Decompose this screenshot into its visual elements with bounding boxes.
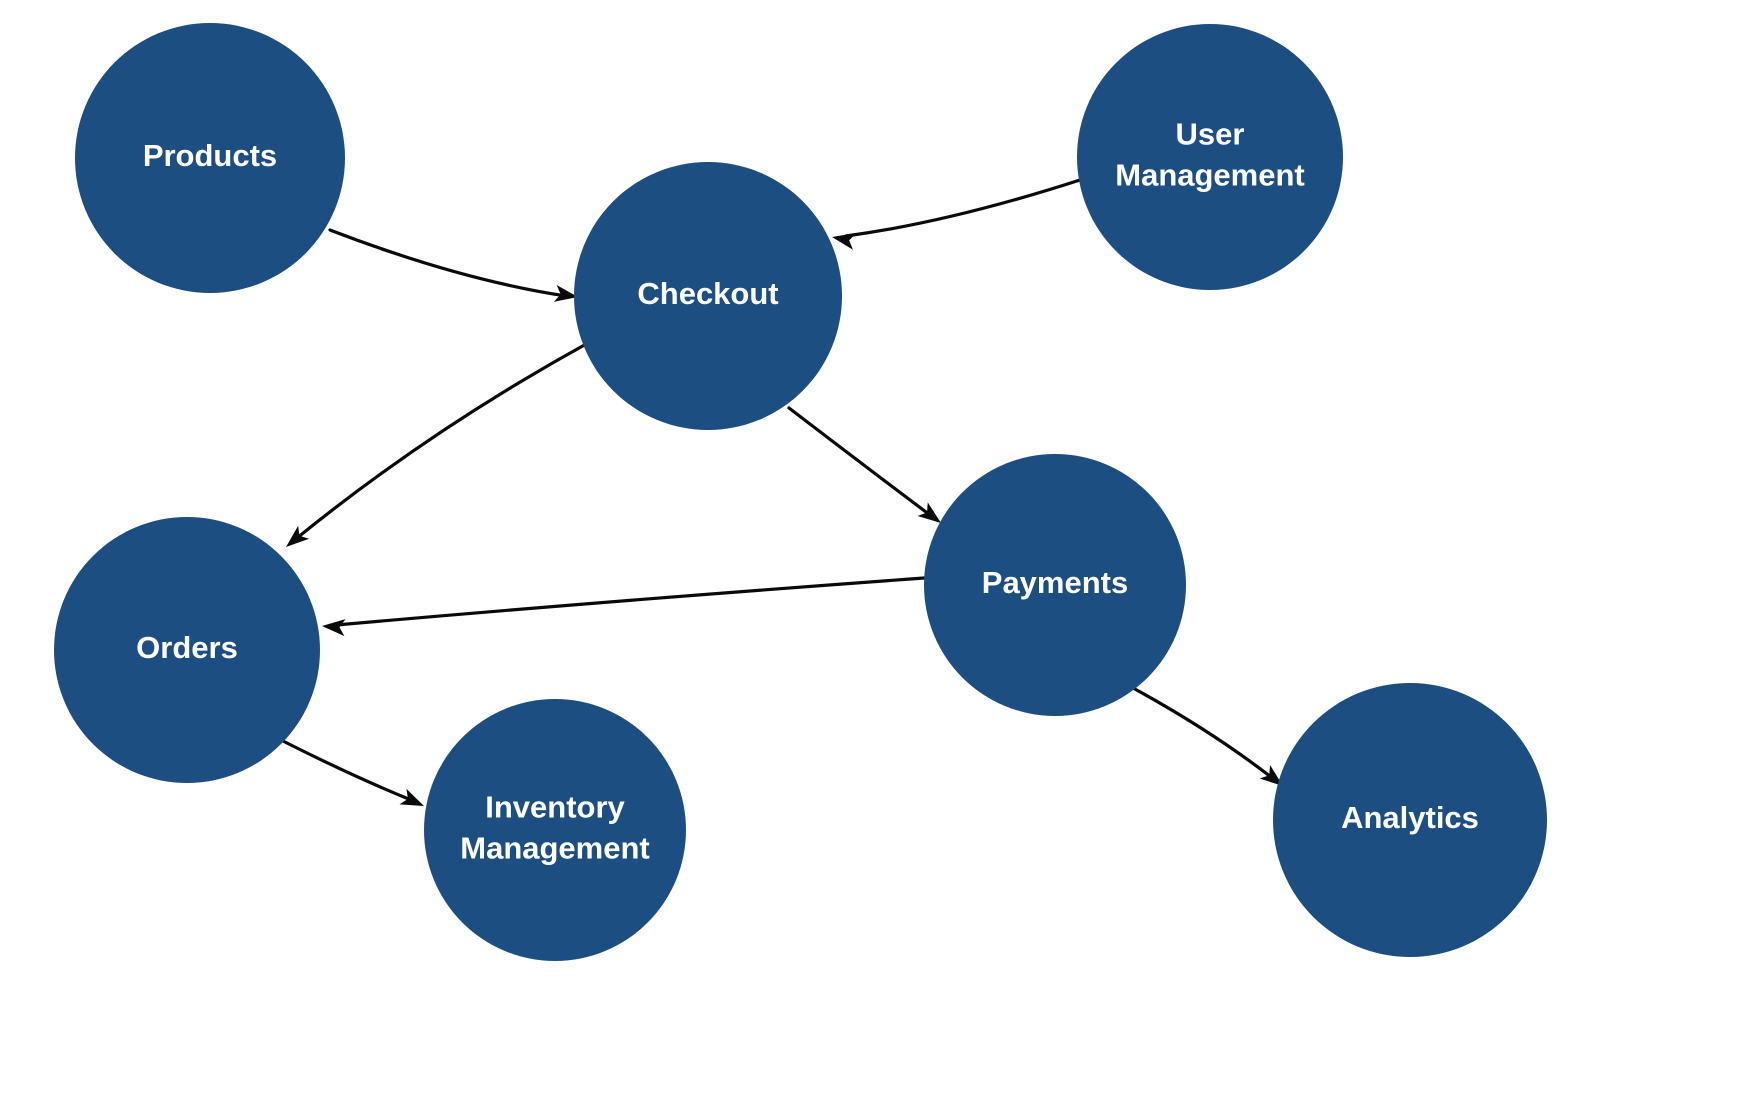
node-checkout[interactable]: Checkout <box>574 162 842 430</box>
arrowhead-icon <box>322 619 346 637</box>
edge-line <box>844 178 1082 238</box>
node-circle[interactable] <box>424 699 686 961</box>
edges-layer <box>279 178 1283 806</box>
node-orders[interactable]: Orders <box>54 517 320 783</box>
node-circle[interactable] <box>1077 24 1343 290</box>
edge-line <box>787 406 932 517</box>
node-payments[interactable]: Payments <box>924 454 1186 716</box>
node-circle[interactable] <box>924 454 1186 716</box>
edge-products-to-checkout <box>328 228 578 302</box>
edge-line <box>1131 686 1273 779</box>
edge-payments-to-analytics <box>1131 686 1283 786</box>
arrowhead-icon <box>917 502 941 523</box>
edge-orders-to-inventory <box>279 738 424 806</box>
edge-payments-to-orders <box>322 576 926 637</box>
arrowhead-icon <box>1259 765 1283 786</box>
arrowhead-icon <box>832 233 857 250</box>
edge-line <box>328 228 568 298</box>
edge-line <box>279 738 413 802</box>
node-circle[interactable] <box>54 517 320 783</box>
edge-checkout-to-payments <box>787 406 941 523</box>
arrowhead-icon <box>553 285 578 302</box>
node-products[interactable]: Products <box>75 23 345 293</box>
edge-user_mgmt-to-checkout <box>832 178 1082 250</box>
arrowhead-icon <box>286 525 310 547</box>
edge-checkout-to-orders <box>286 341 590 547</box>
edge-line <box>295 341 590 540</box>
node-circle[interactable] <box>1273 683 1547 957</box>
node-analytics[interactable]: Analytics <box>1273 683 1547 957</box>
edge-line <box>334 576 926 627</box>
node-circle[interactable] <box>75 23 345 293</box>
node-circle[interactable] <box>574 162 842 430</box>
arrowhead-icon <box>399 788 424 806</box>
